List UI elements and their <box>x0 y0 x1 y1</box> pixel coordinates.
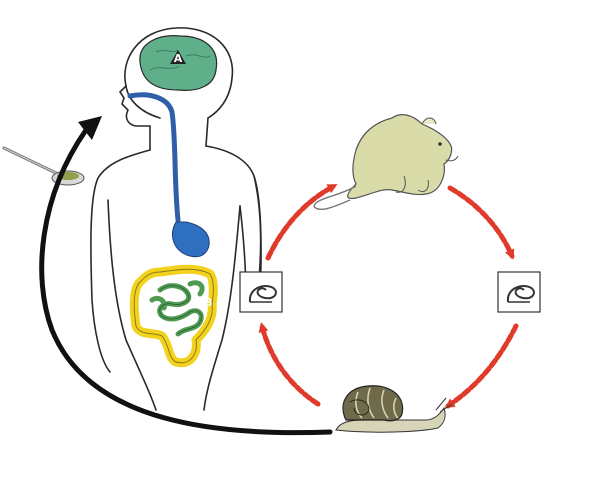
esophagus <box>127 92 181 223</box>
larva-icon <box>497 271 541 313</box>
rat-icon <box>313 114 459 210</box>
cycle-arrow-rat-to-larva <box>447 185 515 260</box>
infection-path-arrow-head <box>78 116 102 140</box>
snail-icon <box>335 385 453 433</box>
larva-icon <box>239 271 283 313</box>
cycle-arrow-snail-to-larva <box>258 322 321 407</box>
cycle-arrow-larva-to-snail <box>444 323 519 409</box>
brain-icon: A <box>139 35 218 91</box>
lifecycle-cycle-arrows <box>258 183 519 409</box>
small-intestine <box>149 280 205 337</box>
cycle-arrow-larva-to-rat <box>265 183 338 261</box>
intestine-label: B <box>204 296 212 309</box>
brain-label: A <box>174 52 183 65</box>
infection-path-arrow <box>39 127 333 436</box>
stomach <box>172 221 210 258</box>
